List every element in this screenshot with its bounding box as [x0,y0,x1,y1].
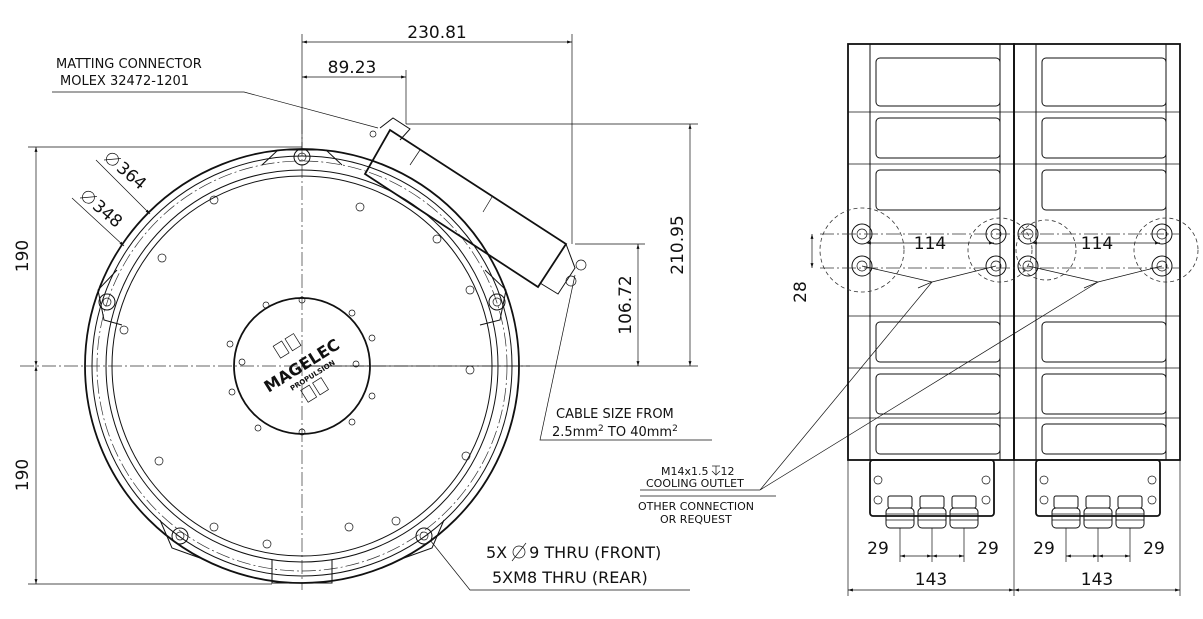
mounting-ear-right [479,269,507,326]
connector-label-line2: MOLEX 32472-1201 [60,74,189,89]
dim-190-bottom: 190 [13,459,33,491]
mounting-ear-bottom-right [403,519,445,559]
holes-front-label: 5X 9 THRU (FRONT) [486,543,661,562]
other-connection-line1: OTHER CONNECTION [638,500,754,513]
center-cover-screws [226,296,376,436]
dim-230-81: 230.81 [407,23,466,43]
motor-left-details [819,44,1033,460]
dia-364: 364 [112,158,150,194]
cable-gland-left-3 [949,495,979,529]
cable-max: TO 40mm [604,425,672,440]
dia-364-label: 364 [103,152,150,194]
cooling-label-line1: M14x1.5 12 [661,465,735,478]
cooling-leaders [640,265,1163,497]
junction-box-left [869,459,995,529]
face-bolt-holes [119,195,475,549]
cable-label-line2: 2.5mm2 TO 40mm2 [552,424,678,440]
dim-190-top: 190 [13,240,33,272]
front-view: MAGELEC PROPULSION 230.81 89.23 MATTING … [13,23,712,591]
holes-front-prefix: 5X [486,543,507,562]
dia-348-leader [71,197,125,247]
cooling-depth: 12 [721,465,735,478]
mounting-ear-bottom-left [159,519,201,559]
dim-29-d: 29 [1143,539,1165,559]
dim-29-c: 29 [1033,539,1055,559]
dim-210-95: 210.95 [668,215,688,274]
junction-box-right [1035,459,1161,529]
dim-143-right: 143 [1081,570,1113,590]
connector-leader [52,91,379,129]
holes-front-suffix: 9 THRU (FRONT) [529,543,661,562]
dia-348: 348 [88,196,126,232]
dim-29-a: 29 [867,539,889,559]
bottom-boss [271,560,333,584]
cable-min-sup: 2 [598,424,604,434]
gland-extension-lines [899,528,1131,562]
holes-rear-label: 5XM8 THRU (REAR) [492,568,648,587]
cable-min: 2.5mm [552,425,598,440]
side-view: 114 114 28 M14x1.5 12 COOLING OUTLET OTHE… [638,43,1199,596]
connector-label-line1: MATTING CONNECTOR [56,57,202,72]
diameter-symbol-icon [511,542,527,562]
dim-106-72: 106.72 [616,275,636,334]
mounting-ear-left [97,269,123,326]
cable-gland-left-1 [885,495,915,529]
dim-114-right: 114 [1081,234,1113,254]
magelec-logo: MAGELEC PROPULSION [261,333,343,403]
cable-max-sup: 2 [672,424,678,434]
depth-symbol-icon [711,465,721,476]
other-connection-line2: OR REQUEST [660,513,732,526]
dim-89-23: 89.23 [328,58,377,78]
cable-gland-left-2 [917,495,947,529]
cooling-thread: M14x1.5 [661,465,709,478]
cable-gland-right-3 [1115,495,1145,529]
dia-364-leader [95,159,151,215]
cable-label-line1: CABLE SIZE FROM [556,407,674,422]
dim-143-left: 143 [915,570,947,590]
motor-right-details [1014,44,1199,460]
dim-29-b: 29 [977,539,999,559]
dim-28: 28 [791,281,811,303]
cable-leader [539,274,712,441]
holes-leader [429,539,690,591]
cooling-label-line2: COOLING OUTLET [646,477,744,490]
connector-housing [363,117,587,295]
cable-gland-right-1 [1051,495,1081,529]
dim-114-left: 114 [914,234,946,254]
cable-gland-right-2 [1083,495,1113,529]
